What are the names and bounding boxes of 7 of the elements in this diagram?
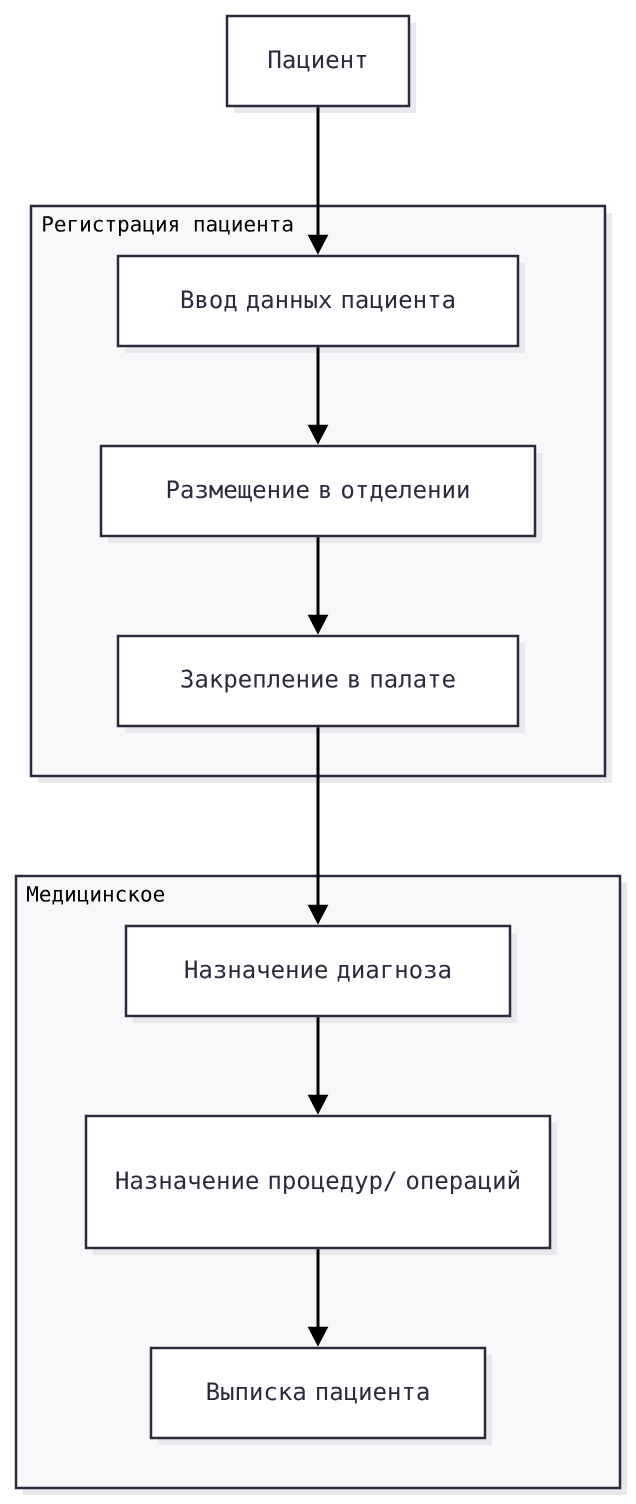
process-box: Пациент bbox=[225, 14, 416, 113]
process-box: Выписка пациента bbox=[149, 1346, 492, 1445]
process-box: Назначение процедур/ операций bbox=[84, 1114, 557, 1255]
process-box: Закрепление в палате bbox=[116, 634, 525, 733]
process-box: Ввод данных пациента bbox=[116, 254, 525, 353]
process-box: Назначение диагноза bbox=[124, 924, 517, 1023]
process-box: Размещение в отделении bbox=[99, 444, 542, 543]
